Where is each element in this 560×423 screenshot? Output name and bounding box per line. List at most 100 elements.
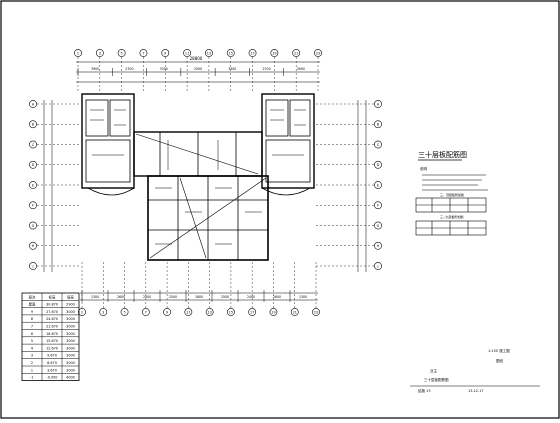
bottom-dim-label: 2400 bbox=[247, 295, 255, 299]
right-axis-bubble bbox=[374, 262, 382, 270]
top-axis-bubble bbox=[117, 49, 126, 57]
bottom-axis-bubble bbox=[163, 308, 171, 316]
bottom-axis-label: 23 bbox=[314, 310, 318, 314]
bottom-axis-bubble bbox=[205, 308, 214, 316]
left-axis-label: H bbox=[32, 244, 35, 248]
top-axis-label: 17 bbox=[250, 51, 254, 55]
left-axis-label: D bbox=[32, 163, 35, 167]
bottom-dim-label: 2600 bbox=[117, 295, 125, 299]
floor-table-cell: 9.670 bbox=[47, 354, 57, 358]
floor-table-cell: -0.050 bbox=[47, 376, 58, 380]
left-axis-label: B bbox=[32, 123, 35, 127]
bottom-axis-label: 21 bbox=[293, 310, 297, 314]
floor-table-cell: 9 bbox=[31, 310, 33, 314]
bottom-axis-label: 5 bbox=[123, 310, 125, 314]
top-axis-bubble bbox=[292, 49, 301, 57]
top-axis-bubble bbox=[226, 49, 235, 57]
top-axis-label: 15 bbox=[229, 51, 233, 55]
bottom-dim-label: 1300 bbox=[299, 295, 307, 299]
bottom-axis-label: 15 bbox=[229, 310, 233, 314]
right-axis-label: D bbox=[377, 163, 380, 167]
bottom-axis-bubble bbox=[227, 308, 235, 316]
right-axis-bubble bbox=[374, 221, 382, 230]
bottom-dim-label: 2500 bbox=[169, 295, 177, 299]
floor-table-cell: 5 bbox=[31, 339, 33, 343]
floor-table-cell: 3000 bbox=[66, 317, 75, 321]
floor-table-cell: 3000 bbox=[66, 325, 75, 329]
floor-table-cell: 12.670 bbox=[46, 346, 58, 350]
top-dimensions bbox=[76, 61, 320, 83]
scale-note: 1:150 施工图 bbox=[488, 348, 510, 353]
floor-table-cell: 1 bbox=[31, 368, 33, 372]
floor-table-cell: 3.670 bbox=[47, 368, 57, 372]
bottom-axis-bubble bbox=[290, 308, 299, 316]
top-axis-label: 3 bbox=[99, 51, 101, 55]
floor-plan bbox=[81, 93, 315, 261]
side-dimensions bbox=[43, 100, 367, 272]
top-dim-label: 2700 bbox=[125, 67, 133, 71]
floor-table-cell: 3000 bbox=[66, 361, 75, 365]
left-axis-bubble bbox=[29, 262, 37, 270]
floor-table-cell: 3000 bbox=[66, 368, 75, 372]
right-axis-label: J bbox=[377, 264, 379, 268]
floor-table-cell: 4000 bbox=[66, 376, 75, 380]
top-axis-label: 13 bbox=[207, 51, 211, 55]
notes-heading: 说明 bbox=[420, 166, 428, 171]
top-dim-label: 2500 bbox=[194, 67, 202, 71]
floor-table-cell: 3000 bbox=[66, 332, 75, 336]
left-axis-bubble bbox=[29, 120, 37, 129]
right-axis-bubble bbox=[374, 181, 382, 189]
left-axis-bubble bbox=[29, 241, 37, 250]
right-axis-label: B bbox=[377, 123, 380, 127]
bottom-dim-label: 2500 bbox=[221, 295, 229, 299]
table1-title: 三、顶层板附加筋 bbox=[440, 192, 464, 197]
bottom-axis-label: 3 bbox=[102, 310, 104, 314]
floor-table-cell: 屋面 bbox=[29, 302, 36, 307]
rebar-table-1 bbox=[415, 197, 487, 213]
floor-table-cell: 24.670 bbox=[46, 317, 58, 321]
left-axis-bubble bbox=[29, 181, 37, 189]
floor-table-cell: 4 bbox=[31, 346, 33, 350]
bottom-axis-label: 13 bbox=[207, 310, 211, 314]
left-axis-bubble bbox=[29, 100, 37, 108]
top-axis-bubble bbox=[95, 49, 104, 57]
left-axis-label: F bbox=[32, 204, 34, 208]
bottom-axis-bubble bbox=[99, 308, 108, 316]
top-axis-bubble bbox=[205, 49, 213, 57]
right-axis-bubble bbox=[374, 201, 382, 210]
top-axis-bubble bbox=[270, 49, 279, 57]
left-axis-bubble bbox=[29, 160, 37, 169]
bottom-dimensions bbox=[80, 292, 318, 301]
left-axis-label: C bbox=[32, 143, 35, 147]
floor-table-cell: 18.670 bbox=[46, 332, 58, 336]
bottom-dim-label: 1300 bbox=[91, 295, 99, 299]
top-dim-label: 2700 bbox=[263, 67, 271, 71]
bottom-axis-bubble bbox=[248, 308, 257, 316]
bottom-axis-label: 7 bbox=[145, 310, 147, 314]
bottom-axis-bubble bbox=[120, 308, 129, 316]
floor-table-cell: 6.670 bbox=[47, 361, 57, 365]
floor-table-cell: 2900 bbox=[66, 303, 75, 307]
top-axis-label: 9 bbox=[164, 51, 166, 55]
left-axis-label: E bbox=[32, 183, 34, 187]
top-dim-label: 3300 bbox=[160, 67, 168, 71]
sheet-label: 三十层板配筋图 bbox=[424, 377, 449, 382]
top-axis-bubble bbox=[314, 49, 322, 57]
floor-table-cell: 标高 bbox=[49, 294, 56, 299]
right-axis-bubble bbox=[374, 120, 382, 129]
stage-note: 图纸 bbox=[496, 358, 504, 363]
bottom-axis-bubble bbox=[184, 308, 193, 316]
bottom-axis-label: 1 bbox=[81, 310, 83, 314]
bottom-axis-label: 11 bbox=[186, 310, 190, 314]
bottom-axis-label: 17 bbox=[250, 310, 254, 314]
top-dim-label: 3900 bbox=[297, 67, 305, 71]
bottom-axis-bubble bbox=[78, 308, 86, 316]
floor-table-cell: 3000 bbox=[66, 339, 75, 343]
top-axis-label: 21 bbox=[294, 51, 298, 55]
